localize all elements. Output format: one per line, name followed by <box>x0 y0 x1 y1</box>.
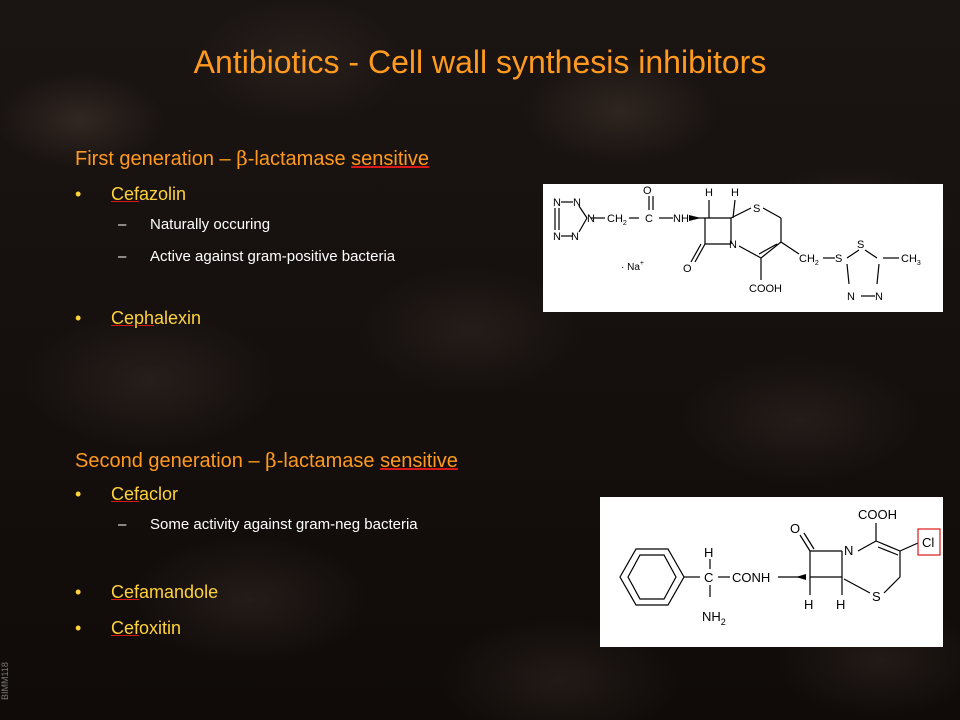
first-generation-heading: First generation – β-lactamase sensitive <box>75 146 429 170</box>
cefaclor-structure: H C CONH NH2 O N COOH H H S Cl <box>600 497 943 647</box>
thiadiazole-n-1: N <box>847 291 855 303</box>
cefazolin-na: · Na+ <box>621 260 644 273</box>
cefazolin-c: C <box>645 213 653 225</box>
cefaclor-cl: Cl <box>922 535 934 550</box>
bullet-cefamandole: •Cefamandole <box>75 582 219 602</box>
cefazolin-nh: NH <box>673 213 689 225</box>
second-generation-heading: Second generation – β-lactamase sensitiv… <box>75 448 458 472</box>
cefazolin-s: S <box>753 203 760 215</box>
cefazolin-h1: H <box>705 187 713 199</box>
cefazolin-n: N <box>729 239 737 251</box>
cefazolin-structure: N N N N N CH2 O C NH H H S N O COOH · Na… <box>543 184 943 312</box>
cefazolin-ch2: CH2 <box>607 213 627 227</box>
tetrazole-n-3: N <box>587 213 595 225</box>
cefazolin-s2: S <box>835 253 842 265</box>
tetrazole-n-5: N <box>571 231 579 243</box>
chlorine-highlight-box <box>917 528 941 556</box>
cefazolin-s3: S <box>857 239 864 251</box>
bullet-cefoxitin: •Cefoxitin <box>75 618 182 638</box>
slide-title: Antibiotics - Cell wall synthesis inhibi… <box>193 44 767 80</box>
bullet-cefazolin: •Cefazolin <box>75 184 187 204</box>
cefaclor-h4: H <box>836 597 845 612</box>
tetrazole-n-1: N <box>553 197 561 209</box>
cefazolin-ch2-side: CH2 <box>799 253 819 267</box>
cefaclor-o: O <box>790 521 800 536</box>
cefaclor-c: C <box>704 570 713 585</box>
sub-naturally-occuring: –Naturally occuring <box>118 216 271 233</box>
bullet-cephalexin: •Cephalexin <box>75 308 202 328</box>
cefaclor-nh2: NH2 <box>702 609 726 627</box>
slide-code: BIMM118 <box>0 662 10 700</box>
cefaclor-s: S <box>872 589 881 604</box>
cefazolin-o2: O <box>683 263 692 275</box>
sub-gram-neg: –Some activity against gram-neg bacteria <box>118 516 418 533</box>
cefazolin-ch3: CH3 <box>901 253 921 267</box>
cefaclor-conh: CONH <box>732 570 770 585</box>
tetrazole-n-4: N <box>553 231 561 243</box>
cefazolin-o1: O <box>643 185 652 197</box>
cefaclor-structure-drawing: H C CONH NH2 O N COOH H H S Cl <box>619 507 941 627</box>
cefaclor-h3: H <box>804 597 813 612</box>
sub-gram-positive: –Active against gram-positive bacteria <box>118 248 396 265</box>
cefazolin-structure-drawing: N N N N N CH2 O C NH H H S N O COOH · Na… <box>553 185 921 303</box>
cefazolin-cooh: COOH <box>749 283 782 295</box>
tetrazole-n-2: N <box>573 197 581 209</box>
bullet-cefaclor: •Cefaclor <box>75 484 179 504</box>
cefazolin-h2: H <box>731 187 739 199</box>
cefaclor-h-top: H <box>704 545 713 560</box>
thiadiazole-n-2: N <box>875 291 883 303</box>
cefaclor-cooh: COOH <box>858 507 897 522</box>
cefaclor-n: N <box>844 543 853 558</box>
